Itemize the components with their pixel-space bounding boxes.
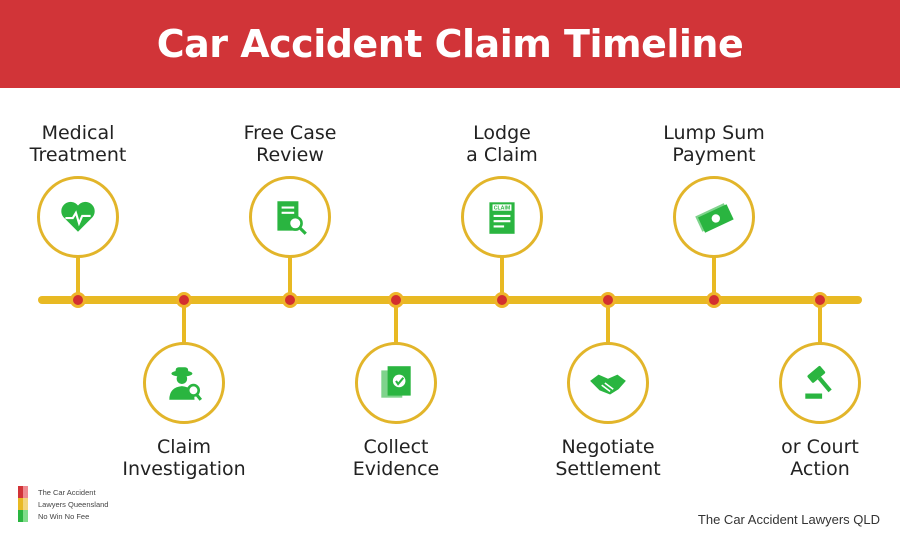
timeline-dot — [282, 292, 298, 308]
step-label-line1: Lodge — [473, 122, 531, 144]
timeline-dot — [70, 292, 86, 308]
documents-check-icon — [381, 366, 411, 398]
step-label-line2: Review — [256, 144, 324, 166]
timeline-dot — [812, 292, 828, 308]
money-icon — [695, 203, 734, 233]
timeline-dot — [600, 292, 616, 308]
step-label: or Court Action — [730, 436, 900, 480]
step-label-line2: Investigation — [122, 458, 246, 480]
icon-circle — [143, 342, 225, 424]
step-label-line1: Claim — [157, 436, 211, 458]
legend-text: Lawyers Queensland — [38, 499, 109, 509]
icon-circle — [37, 176, 119, 258]
investigator-icon — [169, 367, 203, 401]
connector — [500, 257, 504, 300]
claim-form-icon: CLAIM — [489, 202, 515, 234]
step-label: Free Case Review — [200, 122, 380, 166]
heart-pulse-icon — [61, 201, 95, 232]
timeline-dot — [494, 292, 510, 308]
step-label-line2: Payment — [672, 144, 756, 166]
connector — [288, 257, 292, 300]
step-label: Lodge a Claim — [412, 122, 592, 166]
red-swatch — [18, 486, 28, 498]
gavel-icon — [805, 366, 832, 399]
timeline-dot — [706, 292, 722, 308]
green-swatch — [18, 510, 28, 522]
step-label-line1: Medical — [41, 122, 115, 144]
step-label: Claim Investigation — [94, 436, 274, 480]
step-label-line1: Lump Sum — [663, 122, 765, 144]
step-label: Lump Sum Payment — [624, 122, 804, 166]
handshake-icon — [590, 374, 626, 395]
icon-circle: CLAIM — [461, 176, 543, 258]
step-label-line1: Collect — [363, 436, 429, 458]
icon-circle — [673, 176, 755, 258]
step-label-line2: Treatment — [29, 144, 127, 166]
step-label-line1: Negotiate — [561, 436, 655, 458]
legend-text: The Car Accident — [38, 487, 96, 497]
svg-text:CLAIM: CLAIM — [494, 206, 511, 212]
step-label-line2: a Claim — [466, 144, 538, 166]
connector — [606, 300, 610, 343]
document-search-icon — [277, 201, 307, 235]
connector — [76, 257, 80, 300]
step-label-line1: or Court — [781, 436, 859, 458]
timeline-line — [38, 296, 862, 304]
page-title: Car Accident Claim Timeline — [156, 22, 744, 66]
step-label: Negotiate Settlement — [518, 436, 698, 480]
connector — [394, 300, 398, 343]
step-label-line2: Evidence — [352, 458, 440, 480]
legend-text: No Win No Fee — [38, 511, 90, 521]
credit-text: The Car Accident Lawyers QLD — [697, 512, 880, 527]
icon-circle — [249, 176, 331, 258]
connector — [712, 257, 716, 300]
connector — [182, 300, 186, 343]
yellow-swatch — [18, 498, 28, 510]
icon-circle — [355, 342, 437, 424]
step-label-line2: Settlement — [555, 458, 661, 480]
icon-circle — [567, 342, 649, 424]
header-banner: Car Accident Claim Timeline — [0, 0, 900, 88]
step-label: Medical Treatment — [0, 122, 168, 166]
timeline-dot — [176, 292, 192, 308]
icon-circle — [779, 342, 861, 424]
timeline-dot — [388, 292, 404, 308]
step-label-line2: Action — [790, 458, 850, 480]
step-label: Collect Evidence — [306, 436, 486, 480]
logo-legend: The Car Accident Lawyers Queensland No W… — [18, 486, 108, 522]
connector — [818, 300, 822, 343]
step-label-line1: Free Case — [243, 122, 337, 144]
